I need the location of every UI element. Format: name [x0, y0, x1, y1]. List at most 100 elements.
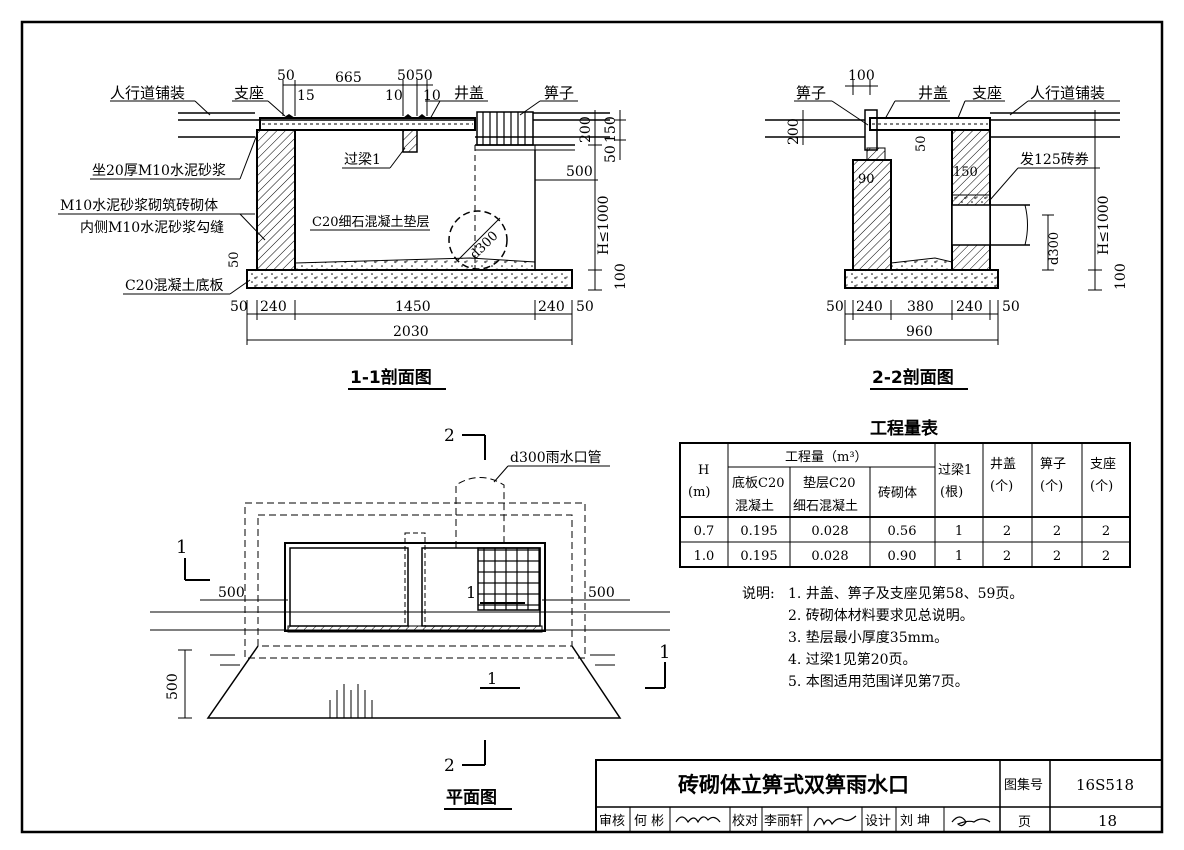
designer: 刘 坤	[900, 814, 930, 829]
label-base-slab-1: C20混凝土底板	[125, 278, 224, 294]
dim-bottom-240b: 240	[538, 299, 565, 315]
left-wall-2-2	[852, 159, 892, 271]
notes-label: 说明:	[742, 586, 775, 602]
th-h: H	[698, 463, 709, 478]
th-quantity: 工程量（m³）	[785, 450, 868, 465]
dim-2-inner-50: 50	[914, 135, 929, 152]
label-pipe-2: d300	[1047, 232, 1062, 265]
label-pavement-2: 人行道铺装	[1030, 84, 1105, 102]
plan-view	[150, 434, 670, 766]
label-support-2: 支座	[972, 84, 1002, 102]
dim-2-bottom-240b: 240	[956, 299, 983, 315]
plan-dim-500-side: 500	[165, 673, 181, 700]
dim-top-10b: 10	[423, 88, 441, 104]
table-cell: 0.56	[888, 524, 917, 539]
designer-signature	[951, 816, 991, 827]
dim-2-inner-150: 150	[953, 165, 978, 180]
drawing-title: 砖砌体立箅式双箅雨水口	[678, 773, 909, 797]
dim-right-500: 500	[566, 164, 593, 180]
label-support-1: 支座	[234, 84, 264, 102]
label-cushion-1: C20细石混凝土垫层	[312, 214, 430, 230]
atlas-no: 16S518	[1076, 776, 1134, 794]
cut-1-mid-b: 1	[487, 669, 497, 688]
reviewer: 何 彬	[634, 813, 664, 829]
label-grate-1: 箅子	[544, 84, 574, 102]
cut-1-right: 1	[659, 642, 670, 663]
left-brick-wall	[256, 129, 296, 271]
note-3: 3. 垫层最小厚度35mm。	[788, 630, 948, 646]
th-grate: 箅子	[1040, 456, 1066, 472]
cut-2-top: 2	[444, 426, 455, 446]
th-support-unit: (个)	[1090, 479, 1113, 494]
review-label: 审核	[599, 814, 625, 829]
plan-dim-500-left: 500	[218, 585, 245, 601]
th-beam: 过梁1	[938, 463, 972, 478]
table-cell: 2	[1053, 524, 1061, 539]
th-base: 底板C20	[732, 475, 785, 491]
table-title: 工程量表	[870, 418, 939, 439]
th-brick: 砖砌体	[878, 486, 917, 501]
dim-top-10a: 10	[385, 88, 403, 104]
checker: 李丽轩	[764, 814, 803, 829]
dim-2-total-960: 960	[906, 324, 933, 340]
th-beam-unit: (根)	[940, 485, 963, 500]
plan-pipe-label: d300雨水口管	[510, 450, 602, 466]
table-cell: 2	[1102, 549, 1110, 564]
label-cover-1: 井盖	[454, 84, 484, 102]
plan-dim-500-right: 500	[588, 585, 615, 601]
dim-2-bottom-50b: 50	[1002, 299, 1020, 315]
table-cell: 2	[1003, 524, 1011, 539]
dim-2-inner-90: 90	[858, 172, 875, 187]
label-pipe-1: d300	[467, 229, 501, 263]
th-cushion2: 细石混凝土	[793, 498, 858, 514]
th-base2: 混凝土	[735, 498, 774, 514]
section-1-title: 1-1剖面图	[350, 367, 432, 388]
table-cell: 0.90	[888, 549, 917, 564]
table-cell: 1	[955, 549, 963, 564]
section-1-1	[178, 111, 610, 289]
dim-left-50: 50	[227, 251, 242, 268]
dim-2-left-200: 200	[786, 118, 802, 145]
table-cell: 0.195	[740, 524, 777, 539]
table-cell: 0.028	[811, 549, 848, 564]
dim-top-5050: 5050	[397, 68, 433, 84]
beam-1	[402, 129, 418, 153]
dim-2-bottom-240a: 240	[856, 299, 883, 315]
label-inner-joint: 内侧M10水泥砂浆勾缝	[80, 220, 224, 236]
note-5: 5. 本图适用范围详见第7页。	[788, 673, 969, 690]
label-grate-2: 箅子	[796, 84, 826, 102]
pipe-d300-1-1	[448, 210, 508, 270]
title-block	[595, 759, 1163, 833]
cut-1-mid-a: 1	[466, 583, 476, 602]
dim-right-h: H≤1000	[596, 195, 612, 255]
note-1: 1. 井盖、箅子及支座见第58、59页。	[788, 585, 1023, 602]
reviewer-signature	[675, 816, 721, 824]
dim-2-bottom-50a: 50	[826, 299, 844, 315]
dim-bottom-240a: 240	[260, 299, 287, 315]
dim-right-100: 100	[613, 263, 629, 290]
dim-right-150: 150	[603, 116, 619, 143]
dim-bottom-1450: 1450	[395, 299, 431, 315]
dim-bottom-50b: 50	[576, 299, 594, 315]
design-label: 设计	[865, 814, 891, 829]
dim-2-right-h: H≤1000	[1096, 195, 1112, 255]
dim-top-665: 665	[335, 70, 362, 86]
th-cushion: 垫层C20	[803, 475, 856, 491]
table-cell: 2	[1102, 524, 1110, 539]
dim-total-2030: 2030	[393, 324, 429, 340]
th-cover-unit: (个)	[990, 479, 1013, 494]
label-pavement-1: 人行道铺装	[110, 84, 185, 102]
cut-1-left: 1	[176, 537, 187, 558]
dim-top-15: 15	[297, 88, 315, 104]
note-4: 4. 过梁1见第20页。	[788, 651, 917, 668]
table-cell: 1	[955, 524, 963, 539]
th-h-unit: (m)	[688, 485, 710, 500]
plan-title: 平面图	[446, 788, 497, 808]
table-cell: 2	[1003, 549, 1011, 564]
quantity-table	[679, 442, 1131, 568]
cut-2-bottom: 2	[444, 756, 455, 776]
page-no: 18	[1098, 812, 1117, 830]
dim-bottom-50a: 50	[230, 299, 248, 315]
